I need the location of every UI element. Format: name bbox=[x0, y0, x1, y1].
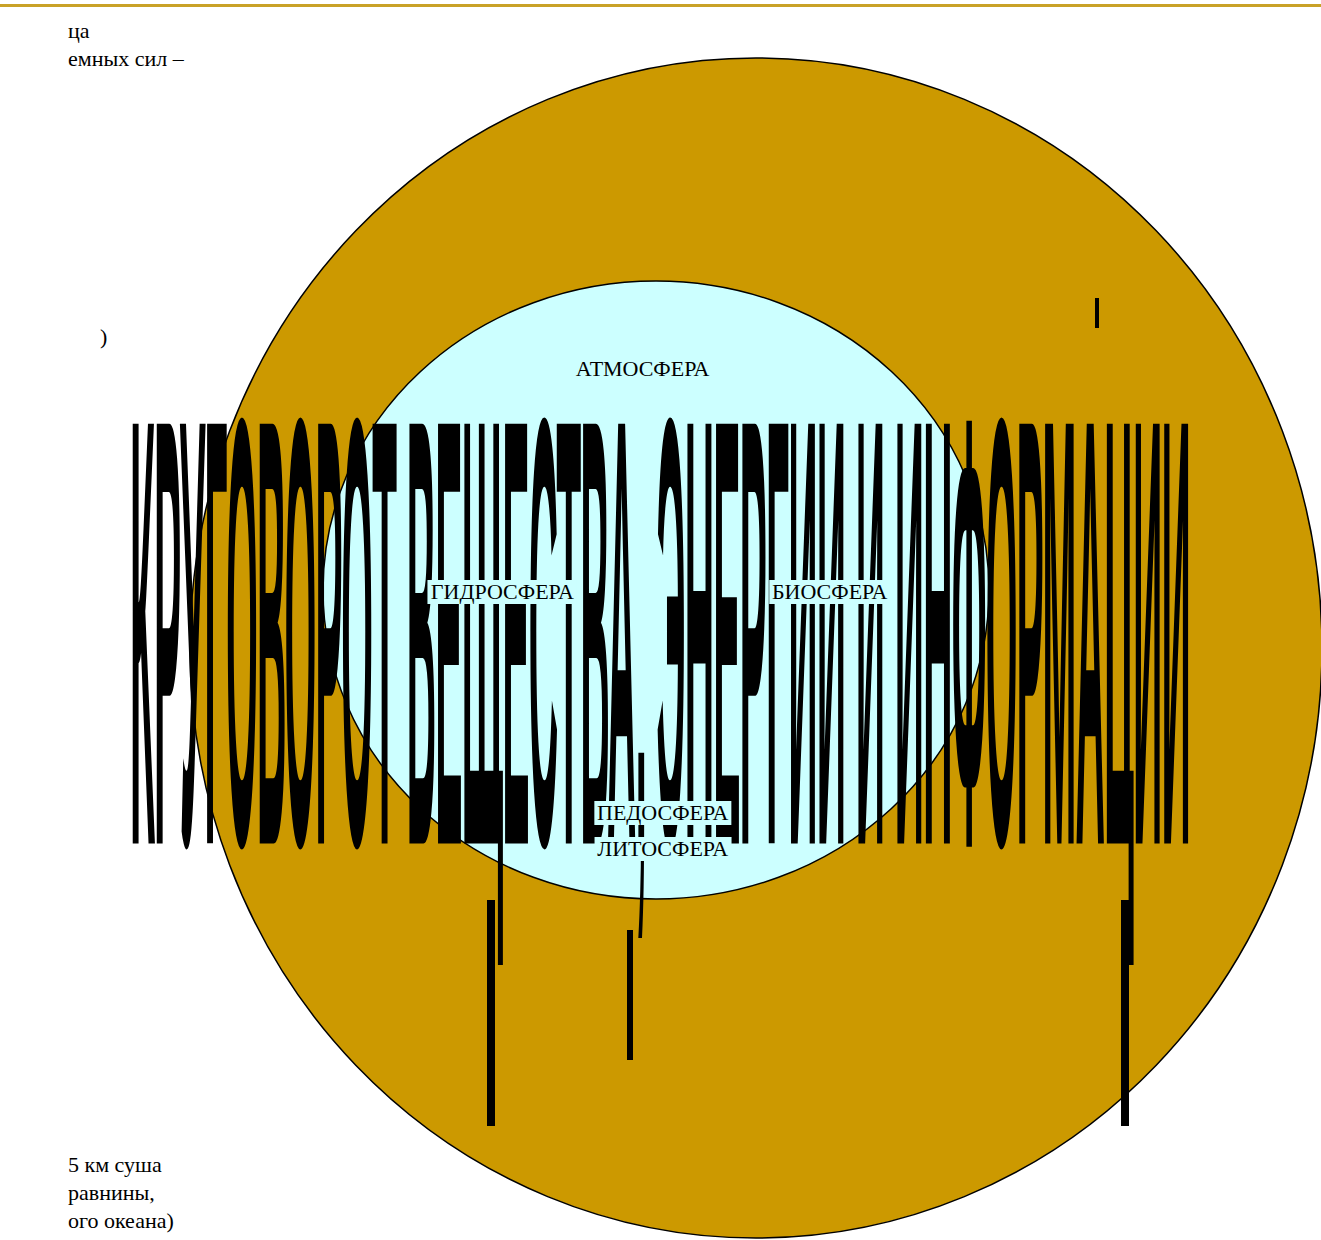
sphere-name: ПЕДОСФЕРА bbox=[594, 801, 731, 825]
slide-text: ого океана) bbox=[68, 1210, 174, 1232]
slide-text: емных сил – bbox=[68, 48, 184, 70]
slide-text: ца bbox=[68, 20, 90, 42]
glyph-bar bbox=[627, 930, 633, 1060]
glyph-bar bbox=[1095, 298, 1099, 328]
sphere-name: АТМОСФЕРА bbox=[573, 357, 713, 381]
slide-text: 5 км суша bbox=[68, 1154, 162, 1176]
slide-text: равнины, bbox=[68, 1182, 155, 1204]
sphere-name: ГИДРОСФЕРА bbox=[428, 580, 577, 604]
top-rule bbox=[0, 4, 1321, 7]
sphere-name: БИОСФЕРА bbox=[769, 580, 890, 604]
slide-text: ) bbox=[100, 326, 107, 348]
sphere-name: ЛИТОСФЕРА bbox=[594, 837, 731, 861]
